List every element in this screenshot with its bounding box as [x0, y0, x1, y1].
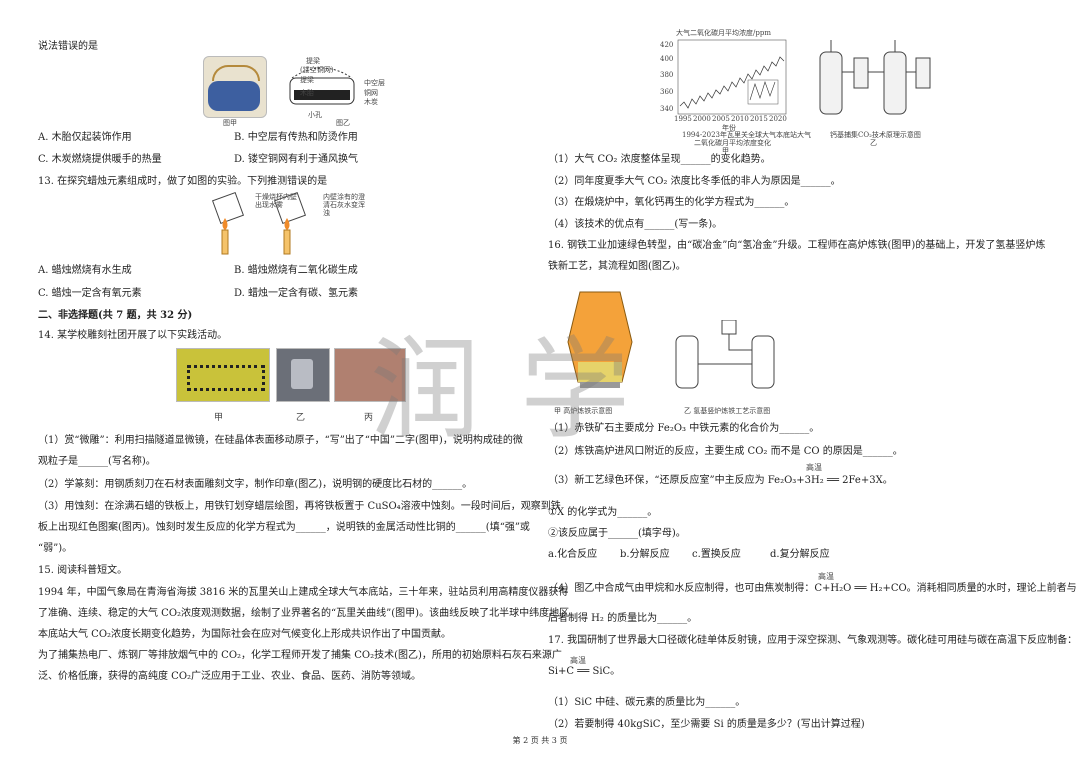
q12-option-c[interactable]: C. 木炭燃烧提供暖手的热量: [38, 154, 162, 165]
ytick: 380: [660, 71, 674, 79]
q12-stem: 说法错误的是: [38, 41, 98, 52]
plant-caption: 钙基捕集CO₂技术原理示意图: [830, 131, 921, 139]
furnace-caption: 甲 高炉炼铁示意图: [554, 407, 613, 415]
ytick: 340: [660, 105, 674, 113]
label-f: 铜网: [364, 89, 378, 97]
q15-part2[interactable]: （2）同年度夏季大气 CO₂ 浓度比冬季低的非人为原因是______。: [548, 176, 841, 187]
reaction-condition: 高温: [806, 463, 822, 472]
q13-option-b[interactable]: B. 蜡烛燃烧有二氧化碳生成: [234, 265, 358, 276]
watermark: 润学: [370, 326, 670, 454]
q12-option-a[interactable]: A. 木胎仅起装饰作用: [38, 132, 132, 143]
reaction-condition: 高温: [570, 656, 586, 665]
q16-part1[interactable]: （1）赤铁矿石主要成分 Fe₂O₃ 中铁元素的化合价为______。: [548, 423, 820, 434]
q15-part1[interactable]: （1）大气 CO₂ 浓度整体呈现______的变化趋势。: [548, 154, 771, 165]
label-e: 中空层: [364, 79, 385, 87]
q12-option-b[interactable]: B. 中空层有传热和防烫作用: [234, 132, 358, 143]
label-b: (镂空铜网): [300, 66, 334, 74]
label-a: 提梁: [306, 57, 320, 65]
shaft-caption: 乙 氢基竖炉炼铁工艺示意图: [684, 407, 771, 415]
q13-option-a[interactable]: A. 蜡烛燃烧有水生成: [38, 265, 132, 276]
co2-capture-diagram: [819, 40, 931, 115]
q14-part2[interactable]: （2）学篆刻：用钢质刻刀在石材表面雕刻文字，制作印章(图乙)，说明钢的硬度比石材…: [38, 479, 473, 490]
xtick: 2010: [731, 115, 749, 123]
candle-experiment-figure: [211, 191, 307, 255]
seal-carving-photo: [276, 348, 330, 402]
hydrogen-shaft-furnace-diagram: [675, 320, 775, 389]
q16-option-b[interactable]: b.分解反应: [620, 549, 670, 560]
label-g: 木炭: [364, 98, 378, 106]
cross-section-diagram: [289, 67, 355, 105]
q13-stem: 13. 在探究蜡烛元素组成时，做了如图的实验。下列推测错误的是: [38, 176, 328, 187]
xtick: 1995: [674, 115, 692, 123]
label-h: 小孔: [308, 111, 322, 119]
q15-paragraph1b: 了准确、连续、稳定的大气 CO₂浓度观测数据，绘制了业界著名的“瓦里关曲线”(图…: [38, 608, 570, 619]
q15-paragraph2b: 泛、价格低廉，获得的高纯度 CO₂广泛应用于工业、农业、食品、医药、消防等领域。: [38, 671, 422, 682]
chart-title: 大气二氧化碳月平均浓度/ppm: [676, 29, 771, 37]
q16-option-c[interactable]: c.置换反应: [692, 549, 741, 560]
q13-option-c[interactable]: C. 蜡烛一定含有氧元素: [38, 288, 142, 299]
q14-part3c: “弱”)。: [38, 543, 73, 554]
photo-label-a: 甲: [214, 413, 224, 423]
chart-caption: 1994-2023年瓦里关全球大气本底站大气: [682, 131, 811, 139]
ytick: 360: [660, 88, 674, 96]
section-heading: 二、非选择题(共 7 题，共 32 分): [38, 310, 193, 321]
q15-paragraph1c: 本底站大气 CO₂浓度长期变化趋势，为国际社会在应对气候变化上形成共识作出了中国…: [38, 629, 452, 640]
q14-stem: 14. 某学校雕刻社团开展了以下实践活动。: [38, 330, 228, 341]
blast-furnace-diagram: [567, 291, 633, 388]
fig-label: 图乙: [336, 119, 350, 127]
q16-part3-ii[interactable]: ②该反应属于______(填字母)。: [548, 528, 686, 539]
q16-part4b[interactable]: 后者制得 H₂ 的质量比为______。: [548, 613, 698, 624]
xtick: 2020: [769, 115, 787, 123]
xtick: 2005: [712, 115, 730, 123]
page-footer: 第 2 页 共 3 页: [512, 736, 568, 745]
q15-part3[interactable]: （3）在煅烧炉中，氧化钙再生的化学方程式为______。: [548, 197, 795, 208]
chart-caption: 二氧化碳月平均浓度变化: [694, 139, 771, 147]
q17-part1[interactable]: （1）SiC 中硅、碳元素的质量比为______。: [548, 697, 746, 708]
chart-fig-label: 甲: [722, 147, 729, 155]
etching-photo: [334, 348, 406, 402]
q16-stem-b: 铁新工艺，其流程如图(图乙)。: [548, 261, 686, 272]
q12-option-d[interactable]: D. 镂空铜网有利于通风换气: [234, 154, 359, 165]
label-d: 木胎: [300, 89, 314, 97]
ytick: 420: [660, 41, 674, 49]
co2-chart: 大气二氧化碳月平均浓度/ppm 420 400 380 360 340 1995…: [660, 28, 811, 155]
hand-warmer-diagram: [282, 58, 362, 110]
q13-option-d[interactable]: D. 蜡烛一定含有碳、氢元素: [234, 288, 359, 299]
reaction-condition: 高温: [818, 572, 834, 581]
microcarving-photo: [176, 348, 270, 402]
q15-stem: 15. 阅读科普短文。: [38, 565, 128, 576]
q16-part4a: （4）图乙中合成气由甲烷和水反应制得，也可由焦炭制得：C+H₂O ══ H₂+C…: [548, 583, 1077, 594]
hand-warmer-photo: [203, 56, 267, 118]
chart-plot: [677, 39, 787, 115]
q14-part1a: （1）赏“微雕”：利用扫描隧道显微镜，在硅晶体表面移动原子，“写”出了“中国”二…: [38, 435, 523, 446]
co2-series-line: [679, 56, 785, 109]
photo-label-b: 乙: [296, 413, 306, 423]
q14-part3b[interactable]: 板上出现红色图案(图丙)。蚀刻时发生反应的化学方程式为______，说明铁的金属…: [38, 522, 530, 533]
q16-option-d[interactable]: d.复分解反应: [770, 549, 830, 560]
ytick: 400: [660, 55, 674, 63]
q14-part1b[interactable]: 观粒子是______(写名称)。: [38, 456, 156, 467]
q14-part3a: （3）用蚀刻：在涂满石蜡的铁板上，用铁钉划穿蜡层绘图，再将铁板置于 CuSO₄溶…: [38, 501, 561, 512]
beaker-label-2: 内壁涂有的澄清石灰水变浑浊: [323, 193, 365, 217]
q17-part2[interactable]: （2）若要制得 40kgSiC，至少需要 Si 的质量是多少？(写出计算过程): [548, 719, 865, 730]
q16-part3: （3）新工艺绿色环保，“还原反应室”中主反应为 Fe₂O₃+3H₂ ══ 2Fe…: [548, 475, 893, 486]
label-c: 提梁: [300, 76, 314, 84]
fig-label: 图甲: [223, 119, 237, 127]
q16-part3-i[interactable]: ①X 的化学式为______。: [548, 507, 658, 518]
beaker-label-1: 干燥烧杯内壁出现水雾: [255, 193, 297, 209]
q17-stem: 17. 我国研制了世界最大口径碳化硅单体反射镜，应用于深空探测、气象观测等。碳化…: [548, 635, 1078, 646]
q16-stem-a: 16. 钢铁工业加速绿色转型，由“碳冶金”向“氢冶金”升级。工程师在高炉炼铁(图…: [548, 240, 1046, 251]
q15-paragraph2a: 为了捕集热电厂、炼钢厂等排放烟气中的 CO₂，化学工程师开发了捕集 CO₂技术(…: [38, 650, 562, 661]
q15-paragraph1a: 1994 年，中国气象局在青海省海拔 3816 米的瓦里关山上建成全球大气本底站…: [38, 587, 569, 598]
q16-option-a[interactable]: a.化合反应: [548, 549, 598, 560]
q16-part2[interactable]: （2）炼铁高炉进风口附近的反应，主要生成 CO₂ 而不是 CO 的原因是____…: [548, 446, 903, 457]
x-axis-label: 年份: [722, 124, 736, 132]
q17-equation: Si+C ══ SiC。: [548, 666, 621, 677]
xtick: 2015: [750, 115, 768, 123]
xtick: 2000: [693, 115, 711, 123]
q15-part4[interactable]: （4）该技术的优点有______(写一条)。: [548, 219, 723, 230]
photo-label-c: 丙: [364, 413, 374, 423]
plant-fig-label: 乙: [870, 139, 877, 147]
